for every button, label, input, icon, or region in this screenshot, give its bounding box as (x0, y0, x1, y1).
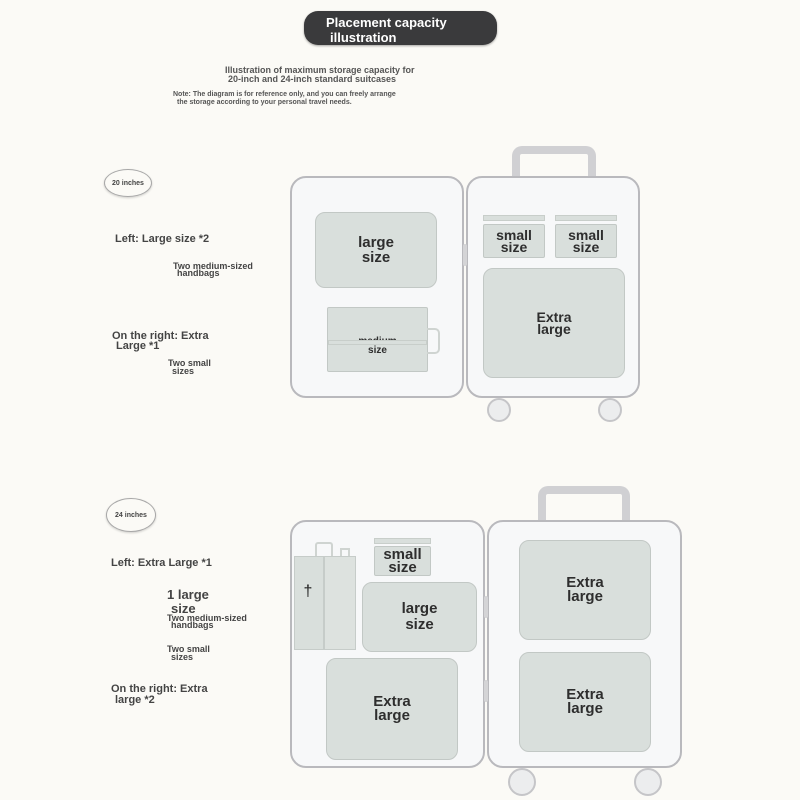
box-20-large-size: large size (315, 212, 437, 288)
label-24-handbags-1: Two medium-sized (167, 613, 247, 623)
label-20-right-2: Large *1 (116, 340, 160, 352)
suitcase-20-wheel-left (487, 398, 511, 422)
box-24-extra-large-right-top: Extra large (519, 540, 651, 640)
label-20-right-sub-1: Two small (168, 358, 211, 368)
title-line-2: illustration (330, 30, 397, 45)
box-24-extra-right-top-label: Extra large (566, 574, 604, 605)
box-20-small-b-label: small size (568, 227, 604, 255)
suitcase-20-wheel-right (598, 398, 622, 422)
box-20-small-a-lid (483, 215, 545, 221)
box-24-small-lid (374, 538, 431, 544)
suitcase-20-handle (512, 146, 596, 180)
label-24-one-large-1: 1 large (167, 587, 209, 602)
box-24-large-size: large size (362, 582, 477, 652)
handbag-a-handle (315, 542, 333, 556)
box-24-extra-left-label: Extra large (373, 693, 411, 724)
box-20-small-a-label: small size (496, 227, 532, 255)
label-24-handbags-2: handbags (171, 620, 214, 630)
box-24-extra-right-bottom-label: Extra large (566, 686, 604, 717)
suitcase-20-hinge (463, 244, 467, 266)
label-24-right-1: On the right: Extra (111, 683, 208, 695)
title-pill: Placement capacity illustration (304, 11, 497, 45)
badge-24-label: 24 inches (115, 511, 147, 519)
box-20-small-a: small size (483, 224, 545, 258)
label-24-small-2: sizes (171, 652, 194, 662)
box-20-small-b: small size (555, 224, 617, 258)
title-line-1: Placement capacity (326, 15, 447, 30)
label-20-left-sub-2: handbags (177, 268, 220, 278)
subtitle-line-2: 20-inch and 24-inch standard suitcases (228, 74, 397, 84)
label-24-one-large-2: size (171, 601, 196, 616)
box-20-medium-divider (328, 340, 427, 345)
suitcase-24-hinge-bottom (484, 680, 488, 702)
box-20-extra-label: Extra large (536, 309, 572, 337)
suitcase-24-wheel-right (634, 768, 662, 796)
badge-20-label: 20 inches (112, 179, 144, 187)
label-20-right-1: On the right: Extra (112, 330, 209, 342)
box-20-small-b-lid (555, 215, 617, 221)
label-20-left: Left: Large size *2 (115, 233, 210, 245)
note-line-1: Note: The diagram is for reference only,… (173, 91, 396, 98)
handbag-a (294, 556, 324, 650)
suitcase-24-handle (538, 486, 630, 524)
box-20-large-label: large size (358, 234, 394, 266)
label-24-small-1: Two small (167, 644, 210, 654)
handbag-b-handle (340, 548, 350, 556)
label-24-left: Left: Extra Large *1 (111, 557, 212, 569)
handbag-handle (427, 328, 440, 354)
note-line-2: the storage according to your personal t… (177, 99, 352, 106)
box-20-extra-large: Extra large (483, 268, 625, 378)
box-24-extra-large-right-bottom: Extra large (519, 652, 651, 752)
label-24-right-2: large *2 (115, 694, 155, 706)
box-24-extra-large-left: Extra large (326, 658, 458, 760)
badge-24-inches: 24 inches (106, 498, 156, 532)
box-24-small-label: small size (383, 546, 422, 576)
luggage-tag-icon: † (303, 583, 313, 600)
label-20-right-sub-2: sizes (172, 366, 195, 376)
label-20-left-sub-1: Two medium-sized (173, 261, 253, 271)
badge-20-inches: 20 inches (104, 169, 152, 197)
box-24-small-size: small size (374, 546, 431, 576)
subtitle-line-1: Illustration of maximum storage capacity… (225, 65, 415, 75)
handbag-b (324, 556, 356, 650)
box-20-medium-size: medium size (327, 307, 428, 372)
suitcase-24-wheel-left (508, 768, 536, 796)
box-24-large-label: large size (401, 600, 438, 633)
suitcase-24-hinge-top (484, 596, 488, 618)
